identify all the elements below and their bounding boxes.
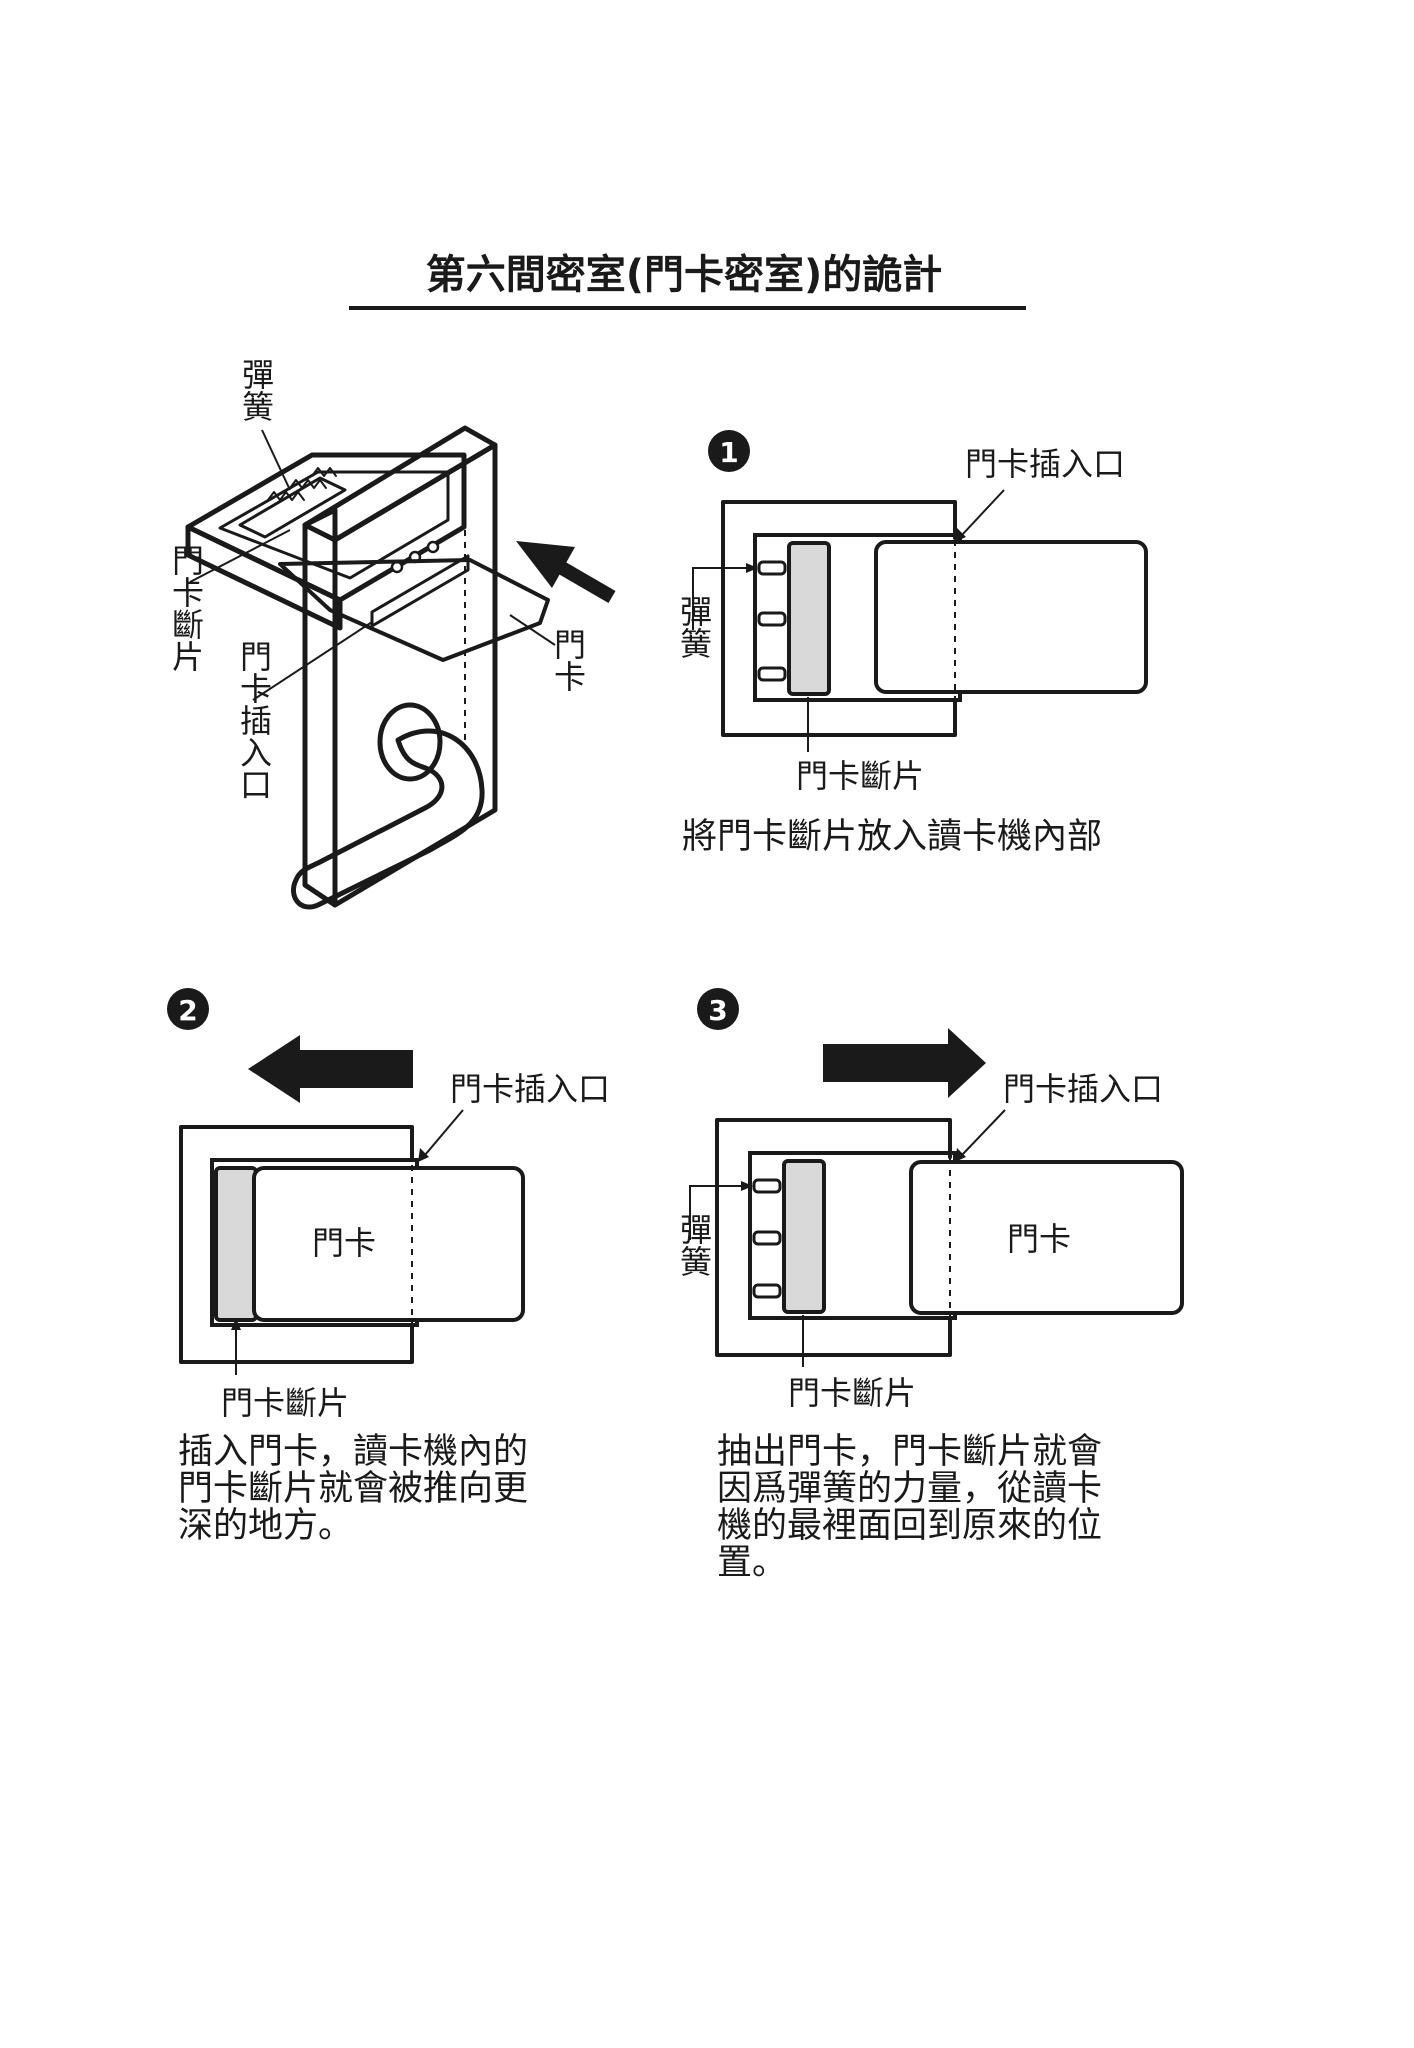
step3-caption: 抽出門卡，門卡斷片就會 因爲彈簧的力量，從讀卡 機的最裡面回到原來的位 置。 [717, 1432, 1113, 1583]
step2-caption: 插入門卡，讀卡機內的 門卡斷片就會被推向更 深的地方。 [178, 1432, 539, 1546]
overview-slot-label: 門卡插入口 [235, 640, 273, 800]
step1-slot-label: 門卡插入口 [965, 445, 1125, 483]
step3-caption-line: 抽出門卡，門卡斷片就會 [717, 1432, 1102, 1472]
step3-caption-line: 因爲彈簧的力量，從讀卡 [717, 1469, 1102, 1509]
overview-card-label: 門卡 [549, 628, 587, 692]
step1-panel: 1 門卡插入口 彈簧 門卡斷片 將門卡斷片放入讀卡機內部 [675, 430, 1148, 857]
step1-number: 1 [719, 436, 738, 469]
step2-card-label: 門卡 [312, 1224, 376, 1262]
step1-coil-spring-icon [757, 560, 787, 682]
door-handle-lever [291, 728, 485, 910]
step2-reader-housing [179, 1125, 414, 1364]
step1-spring-label: 彈簧 [675, 595, 713, 659]
step3-caption-line: 機的最裡面回到原來的位 [717, 1506, 1102, 1546]
handle-rosette [377, 702, 443, 782]
leader-arrowhead [231, 1318, 241, 1330]
leader-arrowhead [955, 1148, 966, 1162]
overview-illustration [185, 425, 616, 910]
step3-reader-housing [715, 1118, 952, 1357]
leader-line [961, 489, 1005, 536]
diagram-title: 第六間密室(門卡密室)的詭計 [426, 252, 943, 298]
step3-panel: 3 門卡插入口 門卡 彈簧 門卡斷片 抽出門卡，門卡斷片就會 因爲彈簧的力量，從… [675, 988, 1184, 1583]
step2-caption-line: 門卡斷片就會被推向更 [178, 1469, 528, 1509]
leader-line [189, 529, 291, 583]
step2-card-fragment [214, 1166, 258, 1322]
step3-number: 3 [708, 994, 727, 1027]
step1-card-fragment [787, 541, 831, 696]
push-left-arrow-icon [248, 1035, 413, 1103]
step3-fragment-label: 門卡斷片 [788, 1374, 916, 1412]
leader-arrowhead [418, 1148, 429, 1162]
leader-line [689, 1185, 748, 1240]
overview-spring-label-text: 彈簧 [237, 358, 275, 422]
leader-line [424, 1109, 464, 1156]
step1-number-badge [708, 430, 750, 472]
step1-fragment-label: 門卡斷片 [796, 757, 924, 795]
leader-arrowhead [746, 563, 758, 573]
step3-spring-label: 彈簧 [675, 1213, 713, 1277]
card-slot-lip [370, 554, 470, 628]
step1-reader-housing [721, 500, 957, 737]
indicator-light [426, 540, 440, 554]
step3-slot-label: 門卡插入口 [1003, 1070, 1163, 1108]
step2-caption-line: 插入門卡，讀卡機內的 [178, 1432, 528, 1472]
door-plate-front [332, 442, 498, 908]
pull-right-arrow-icon [823, 1028, 986, 1098]
leader-line [692, 567, 753, 630]
step3-coil-spring-icon [752, 1178, 782, 1299]
leader-arrowhead [741, 1181, 753, 1191]
leader-line [961, 1109, 1006, 1156]
step2-caption-line: 深的地方。 [178, 1506, 353, 1546]
step3-card-label: 門卡 [1007, 1220, 1071, 1258]
step3-card-fragment [782, 1159, 826, 1314]
step2-number-badge [167, 988, 209, 1030]
insert-arrow-icon [516, 541, 616, 604]
overview-fragment-label: 門卡斷片 [167, 544, 205, 672]
step2-slot-label: 門卡插入口 [450, 1070, 610, 1108]
step1-caption: 將門卡斷片放入讀卡機內部 [682, 817, 1102, 857]
overview-coil-spring-icon [267, 467, 337, 501]
overview-card-fragment [238, 476, 347, 539]
overview-spring-label: 彈簧 [237, 358, 275, 422]
reader-housing-top [185, 452, 467, 603]
leader-line [509, 614, 556, 646]
step1-card [874, 540, 1148, 694]
step3-card [909, 1160, 1184, 1315]
step2-fragment-label: 門卡斷片 [221, 1384, 349, 1422]
step2-card [252, 1166, 525, 1322]
step2-number: 2 [178, 994, 197, 1027]
overview-card [278, 558, 550, 662]
step2-panel: 2 門卡插入口 門卡 門卡斷片 插入門卡，讀卡機內的 門卡斷片就會被推向更 深的… [167, 988, 610, 1546]
step3-number-badge [697, 988, 739, 1030]
leader-line [252, 621, 373, 701]
step3-caption-line: 置。 [717, 1543, 787, 1583]
reader-housing-inner [218, 470, 450, 580]
leader-line [261, 429, 291, 491]
reader-housing-front [185, 524, 343, 631]
